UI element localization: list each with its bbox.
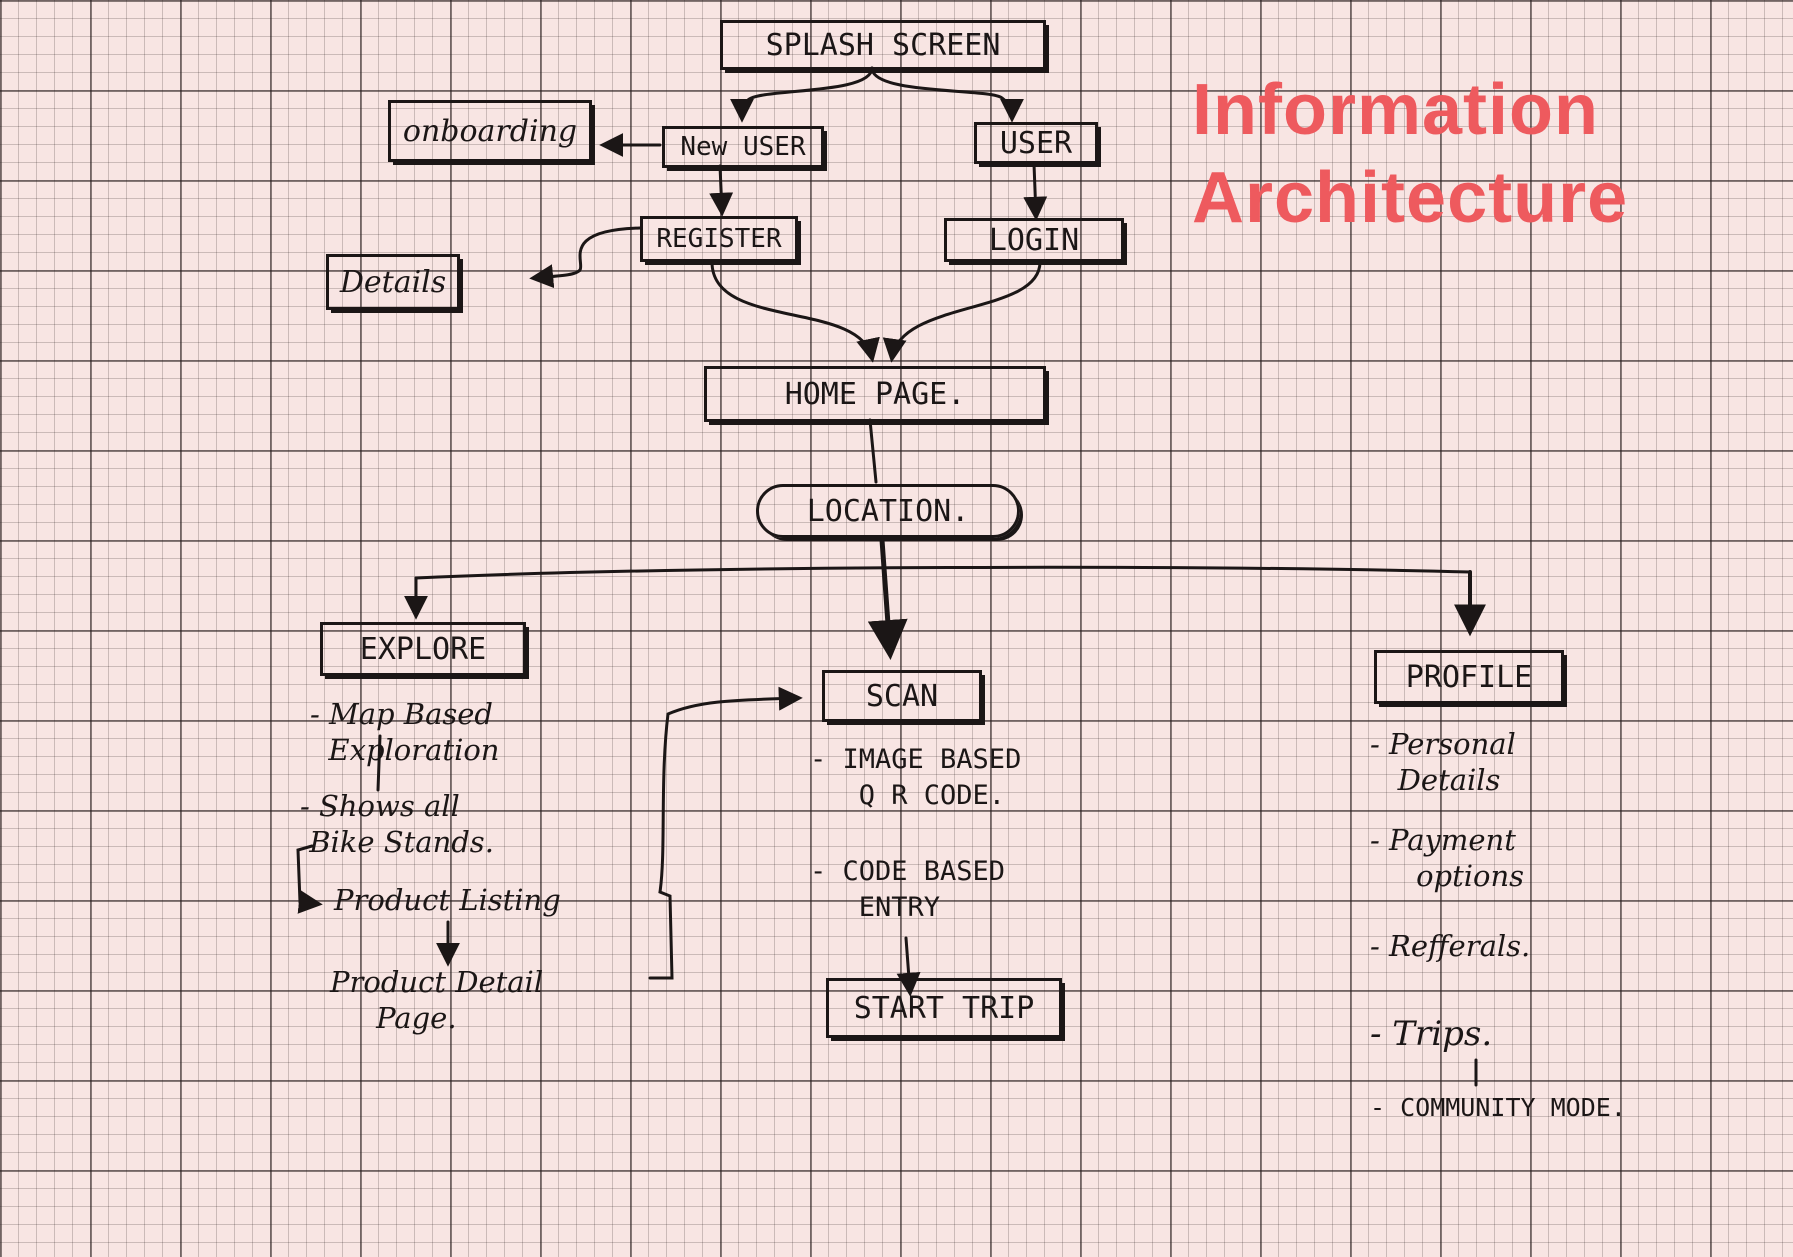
title-line-2: Architecture [1192,158,1629,238]
note-shows-all-bike-stands: - Shows all Bike Stands. [300,789,494,859]
node-user: USER [974,122,1098,164]
arrow-detail-to-scan [648,686,803,980]
node-home-page: HOME PAGE. [704,366,1046,422]
arrow-login-to-home [882,260,1042,363]
note-referrals: - Refferals. [1370,929,1531,963]
arrow-stands-to-listing [296,844,323,914]
node-details: Details [326,254,460,310]
arrow-code-to-starttrip [896,936,921,997]
note-product-detail-page: Product Detail Page. [330,965,544,1035]
note-payment-options: - Payment options [1370,823,1525,893]
arrow-newuser-to-register [709,164,734,217]
page-title: Information Architecture [1192,66,1628,242]
arrow-register-to-home [710,260,880,363]
note-community-mode: - COMMUNITY MODE. [1370,1093,1626,1122]
node-start-trip: START TRIP [826,978,1062,1038]
note-trips: - Trips. [1370,1014,1493,1054]
node-register: REGISTER [640,216,798,262]
arrow-location-to-scan [867,537,908,660]
node-scan: SCAN [822,670,982,722]
node-location: LOCATION. [756,484,1020,538]
arrow-register-to-details [529,226,642,289]
note-product-listing: Product Listing [334,883,561,917]
arrow-splash-to-user [870,66,1024,123]
title-line-1: Information [1192,70,1599,150]
line-map-to-shows [376,734,382,792]
note-image-based-qr-code: - IMAGE BASED Q R CODE. [810,744,1022,811]
node-explore: EXPLORE [320,622,526,676]
note-map-based-exploration: - Map Based Exploration [310,697,500,767]
node-onboarding: onboarding [388,100,592,162]
note-personal-details: - Personal Details [1370,727,1516,797]
node-splash-screen: SPLASH SCREEN [720,20,1046,70]
arrow-splash-to-newuser [730,66,874,123]
note-code-based-entry: - CODE BASED ENTRY [810,856,1006,923]
node-new-user: New USER [662,126,824,168]
line-home-to-location [868,418,878,484]
node-login: LOGIN [944,218,1124,262]
node-profile: PROFILE [1374,650,1564,704]
line-branch-bar [414,565,1472,580]
arrow-user-to-login [1023,162,1048,221]
